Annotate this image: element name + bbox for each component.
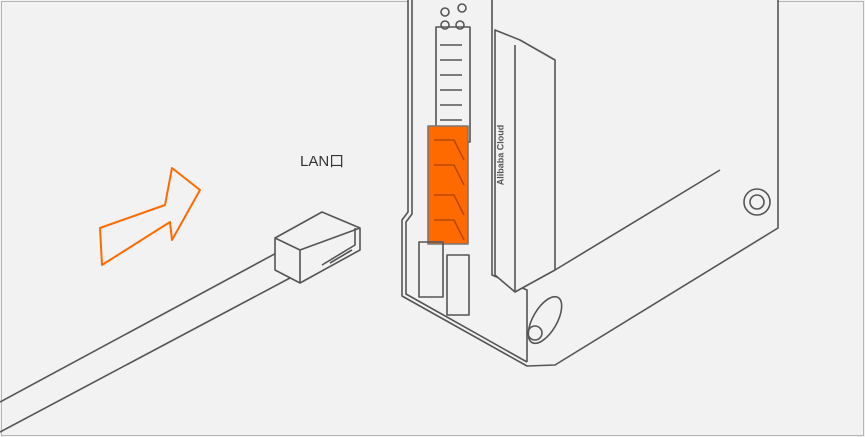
usb-port bbox=[418, 241, 444, 298]
device bbox=[401, 0, 779, 367]
ethernet-cable bbox=[0, 211, 361, 433]
usb-port bbox=[446, 254, 470, 316]
brand-logo-text: Alibaba Cloud bbox=[495, 124, 506, 186]
lan-port-label: LAN口 bbox=[300, 153, 345, 170]
direction-arrow bbox=[99, 167, 201, 266]
lan-ports bbox=[427, 125, 469, 245]
